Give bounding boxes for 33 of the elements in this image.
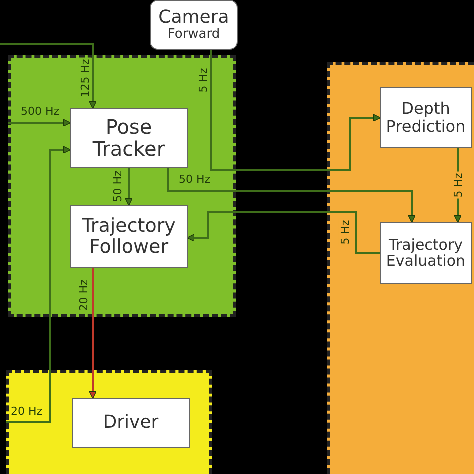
- process-box: [380, 87, 472, 148]
- box-label: Driver: [103, 413, 159, 433]
- arrow: [210, 50, 382, 171]
- edge-label: 20 Hz: [78, 278, 90, 312]
- edge-label: 5 Hz: [452, 172, 464, 198]
- arrow: [8, 119, 72, 127]
- group-panel: [6, 370, 212, 474]
- process-box: [72, 398, 190, 448]
- arrow: [186, 211, 380, 254]
- process-box: [380, 222, 472, 284]
- arrow: [0, 43, 97, 110]
- edge-label: 5 Hz: [338, 218, 352, 246]
- process-box: [150, 0, 238, 50]
- process-box: [70, 205, 188, 268]
- arrow: [89, 268, 97, 400]
- box-label: Trajectory Evaluation: [385, 236, 467, 270]
- arrow: [6, 146, 72, 423]
- group-panel: [8, 55, 236, 317]
- edge-label: 125 Hz: [78, 58, 92, 98]
- arrow: [125, 168, 133, 206]
- box-label: Pose Tracker: [92, 116, 166, 160]
- edge-label: 20 Hz: [10, 405, 44, 418]
- box-sublabel: Forward: [168, 28, 220, 42]
- arrow: [167, 168, 416, 224]
- process-box: [70, 108, 188, 168]
- edge-label: 500 Hz: [20, 105, 61, 118]
- edge-label: 50 Hz: [178, 173, 212, 186]
- box-label: Depth Prediction: [385, 100, 467, 136]
- edge-label: 5 Hz: [196, 66, 210, 94]
- edge-label: 50 Hz: [112, 169, 124, 203]
- box-label: Camera: [158, 8, 230, 28]
- group-panel: [327, 62, 474, 474]
- box-label: Trajectory Follower: [81, 216, 177, 258]
